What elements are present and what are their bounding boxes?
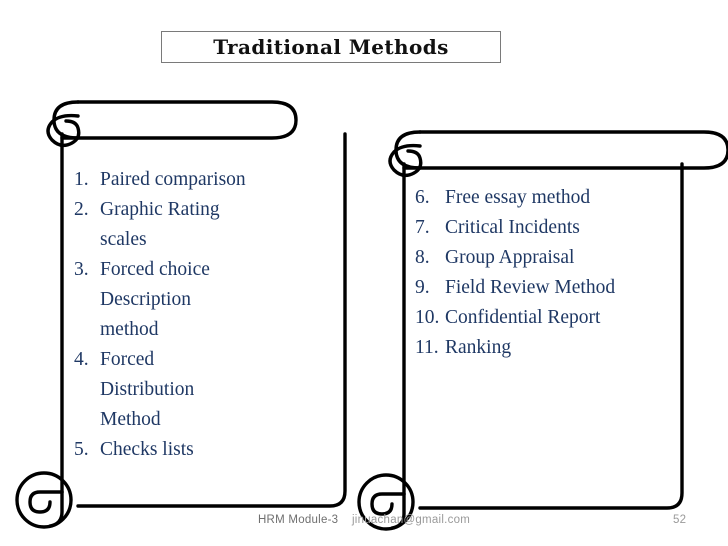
- slide-footer: HRM Module-3 jinuachan@gmail.com 52: [0, 512, 728, 534]
- list-item-text: Critical Incidents: [445, 217, 580, 238]
- list-item: 4. Forced: [74, 345, 334, 375]
- list-item-text: Group Appraisal: [445, 247, 575, 268]
- list-item-number: 7.: [415, 217, 430, 238]
- list-item: 7. Critical Incidents: [415, 213, 695, 243]
- slide-title: Traditional Methods: [213, 35, 449, 59]
- list-item-continuation: scales: [74, 225, 334, 255]
- list-item-text: Forced choice: [100, 259, 210, 280]
- slide-title-box: Traditional Methods: [161, 31, 501, 63]
- list-item-text: Confidential Report: [445, 307, 601, 328]
- list-item-number: 5.: [74, 439, 89, 460]
- left-scroll-list: 1. Paired comparison 2. Graphic Rating sca…: [74, 165, 334, 465]
- list-item-text: Graphic Rating: [100, 199, 220, 220]
- list-item-number: 2.: [74, 199, 89, 220]
- list-item-text: Paired comparison: [100, 169, 246, 190]
- list-item-continuation: method: [74, 315, 334, 345]
- list-item-number: 9.: [415, 277, 430, 298]
- list-item: 8. Group Appraisal: [415, 243, 695, 273]
- list-item-text: Distribution: [100, 379, 195, 400]
- list-item-text: Description: [100, 289, 191, 310]
- list-item-number: 1.: [74, 169, 89, 190]
- list-item: 6. Free essay method: [415, 183, 695, 213]
- list-item-text: Checks lists: [100, 439, 194, 460]
- list-item-number: 8.: [415, 247, 430, 268]
- list-item: 1. Paired comparison: [74, 165, 334, 195]
- list-item-text: method: [100, 319, 159, 340]
- list-item-text: Method: [100, 409, 161, 430]
- footer-email-label: jinuachan@gmail.com: [352, 514, 471, 526]
- list-item-continuation: Description: [74, 285, 334, 315]
- footer-page-number: 52: [673, 514, 687, 526]
- list-item: 10.Confidential Report: [415, 303, 695, 333]
- list-item: 11. Ranking: [415, 333, 695, 363]
- list-item-text: Ranking: [445, 337, 512, 358]
- list-item-number: 4.: [74, 349, 89, 370]
- list-item-text: Field Review Method: [445, 277, 616, 298]
- list-item-number: 11.: [415, 337, 439, 358]
- list-item: 5. Checks lists: [74, 435, 334, 465]
- list-item: 2. Graphic Rating: [74, 195, 334, 225]
- list-item-text: Forced: [100, 349, 155, 370]
- list-item-text: Free essay method: [445, 187, 591, 208]
- list-item: 9. Field Review Method: [415, 273, 695, 303]
- list-item-number: 3.: [74, 259, 89, 280]
- footer-module-label: HRM Module-3: [258, 514, 339, 526]
- list-item-number: 6.: [415, 187, 430, 208]
- list-item-number: 10.: [415, 307, 440, 328]
- list-item: 3. Forced choice: [74, 255, 334, 285]
- list-item-continuation: Method: [74, 405, 334, 435]
- list-item-continuation: Distribution: [74, 375, 334, 405]
- list-item-text: scales: [100, 229, 147, 250]
- right-scroll-list: 6. Free essay method 7. Critical Incidents…: [415, 183, 695, 363]
